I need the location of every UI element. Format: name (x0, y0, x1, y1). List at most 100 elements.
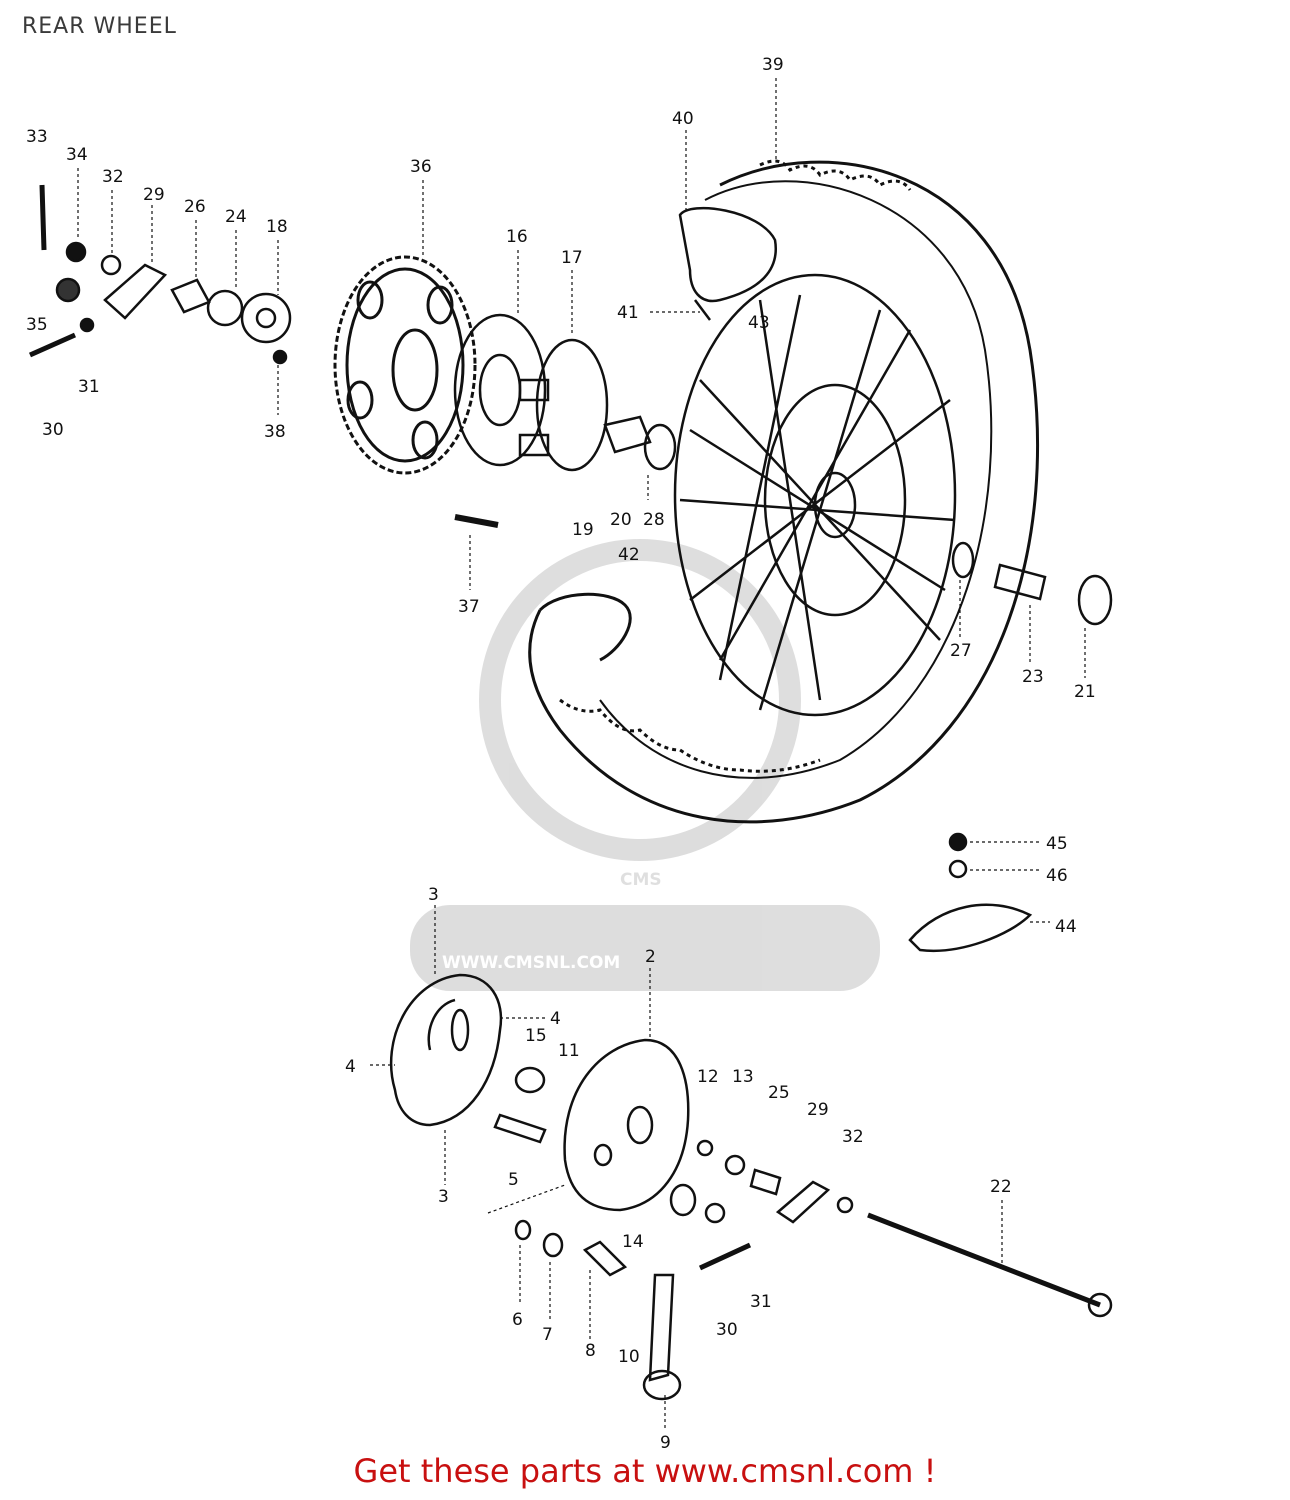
indicator-8 (582, 1240, 628, 1277)
guard-44 (908, 903, 1033, 952)
washer-32b (836, 1196, 854, 1214)
callout-6: 6 (512, 1310, 523, 1330)
callout-37: 37 (458, 597, 480, 617)
brake-lever-group (514, 1219, 752, 1401)
chain-adjuster-left-group (28, 184, 292, 365)
leader-lines (77, 78, 1086, 1430)
chain-guard-group (908, 832, 1033, 952)
callout-29a: 29 (143, 185, 165, 205)
callout-20: 20 (610, 510, 632, 530)
washer-46 (948, 859, 968, 879)
cmsnl-parts-link[interactable]: Get these parts at www.cmsnl.com ! (353, 1452, 937, 1490)
callout-27: 27 (950, 641, 972, 661)
axle-head-22 (1087, 1292, 1113, 1318)
callout-12: 12 (697, 1067, 719, 1087)
callout-19: 19 (572, 520, 594, 540)
washer-7 (542, 1232, 564, 1258)
circlip-38 (272, 349, 288, 365)
callout-46: 46 (1046, 866, 1068, 886)
callout-23: 23 (1022, 667, 1044, 687)
nut-34 (65, 241, 87, 263)
callout-36: 36 (410, 157, 432, 177)
callout-43: 43 (748, 313, 770, 333)
callout-18: 18 (266, 217, 288, 237)
nut-13 (724, 1154, 746, 1176)
seal-24 (206, 289, 244, 327)
washer-6 (514, 1219, 532, 1241)
brake-panel-2 (563, 1038, 697, 1217)
axle-spacers-right (951, 541, 1113, 626)
callout-25: 25 (768, 1083, 790, 1103)
callout-32b: 32 (842, 1127, 864, 1147)
washer-31 (79, 317, 95, 333)
callout-40: 40 (672, 109, 694, 129)
cam-group (493, 1066, 547, 1144)
cam-5 (493, 1113, 547, 1144)
callout-9: 9 (660, 1433, 671, 1453)
tire-39 (528, 159, 1040, 824)
spacer-bearing-group (454, 415, 677, 528)
spacer-19 (603, 415, 652, 454)
rear-sprocket-36 (333, 255, 477, 475)
callout-10: 10 (618, 1347, 640, 1367)
page-title: REAR WHEEL (22, 14, 177, 39)
callout-34a: 34 (66, 145, 88, 165)
sprocket-drum-16 (453, 313, 547, 467)
bolt-30 (28, 332, 77, 358)
callout-labels: 33 34 32 29 26 24 18 35 31 30 38 36 16 1… (26, 55, 1096, 1453)
callout-16: 16 (506, 227, 528, 247)
callout-30a: 30 (42, 420, 64, 440)
callout-44: 44 (1055, 917, 1077, 937)
callout-32a: 32 (102, 167, 124, 187)
spacer-26 (170, 278, 211, 314)
bearing-18 (240, 292, 292, 344)
callout-45: 45 (1046, 834, 1068, 854)
callout-3a: 3 (428, 885, 439, 905)
callout-4b: 4 (345, 1057, 356, 1077)
washer-32 (100, 254, 122, 276)
bearing-28 (643, 423, 677, 471)
callout-13: 13 (732, 1067, 754, 1087)
nut-35 (55, 277, 81, 303)
callout-31a: 31 (78, 377, 100, 397)
rim-and-spokes-43 (673, 273, 957, 717)
collar-21 (1077, 574, 1113, 626)
callout-42: 42 (618, 545, 640, 565)
callout-15: 15 (525, 1026, 547, 1046)
watermark-url: WWW.CMSNL.COM (442, 953, 620, 973)
callout-7: 7 (542, 1325, 553, 1345)
washer-12 (696, 1139, 714, 1157)
callout-17: 17 (561, 248, 583, 268)
nut-14 (704, 1202, 726, 1224)
callout-29b: 29 (807, 1100, 829, 1120)
callout-5: 5 (508, 1170, 519, 1190)
rim-band-41 (694, 299, 711, 321)
watermark-brand: CMS (620, 870, 662, 890)
spacer-25 (749, 1168, 782, 1196)
tube-40 (678, 206, 778, 321)
callout-11: 11 (558, 1041, 580, 1061)
callout-30b: 30 (716, 1320, 738, 1340)
adjuster-bolt-33 (39, 184, 47, 251)
spacer-23 (993, 563, 1047, 601)
callout-26: 26 (184, 197, 206, 217)
callout-8: 8 (585, 1341, 596, 1361)
brake-shoe-3 (390, 973, 503, 1127)
bolt-37 (454, 514, 499, 528)
callout-38: 38 (264, 422, 286, 442)
callout-41: 41 (617, 303, 639, 323)
spring-15 (450, 1008, 470, 1052)
callout-24: 24 (225, 207, 247, 227)
seal-27 (951, 541, 975, 579)
callout-2: 2 (645, 947, 656, 967)
callout-22: 22 (990, 1177, 1012, 1197)
callout-3b: 3 (438, 1187, 449, 1207)
right-adjuster-group (696, 1139, 1113, 1318)
bushing-11 (514, 1066, 546, 1094)
callout-14: 14 (622, 1232, 644, 1252)
callout-35: 35 (26, 315, 48, 335)
adjuster-29 (775, 1180, 831, 1224)
callout-39: 39 (762, 55, 784, 75)
callout-28: 28 (643, 510, 665, 530)
